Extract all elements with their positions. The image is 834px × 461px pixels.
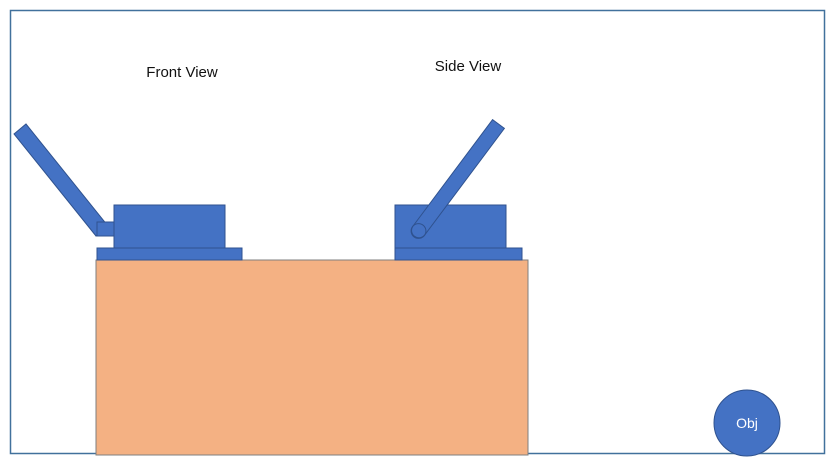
front-view-body — [113, 204, 226, 249]
side-view-base-plate — [394, 247, 523, 261]
table-block — [95, 259, 529, 456]
side-view-label: Side View — [435, 58, 502, 75]
side-view-body — [394, 204, 507, 249]
front-view-arm — [13, 123, 109, 237]
object-circle — [713, 389, 781, 457]
side-view-assembly — [394, 118, 523, 261]
object-label: Obj — [736, 415, 758, 431]
side-view-pivot — [410, 223, 427, 239]
front-view-base-plate — [96, 247, 243, 261]
front-view-joint — [96, 221, 116, 237]
front-view-label: Front View — [146, 64, 218, 81]
front-view-assembly — [13, 123, 243, 261]
